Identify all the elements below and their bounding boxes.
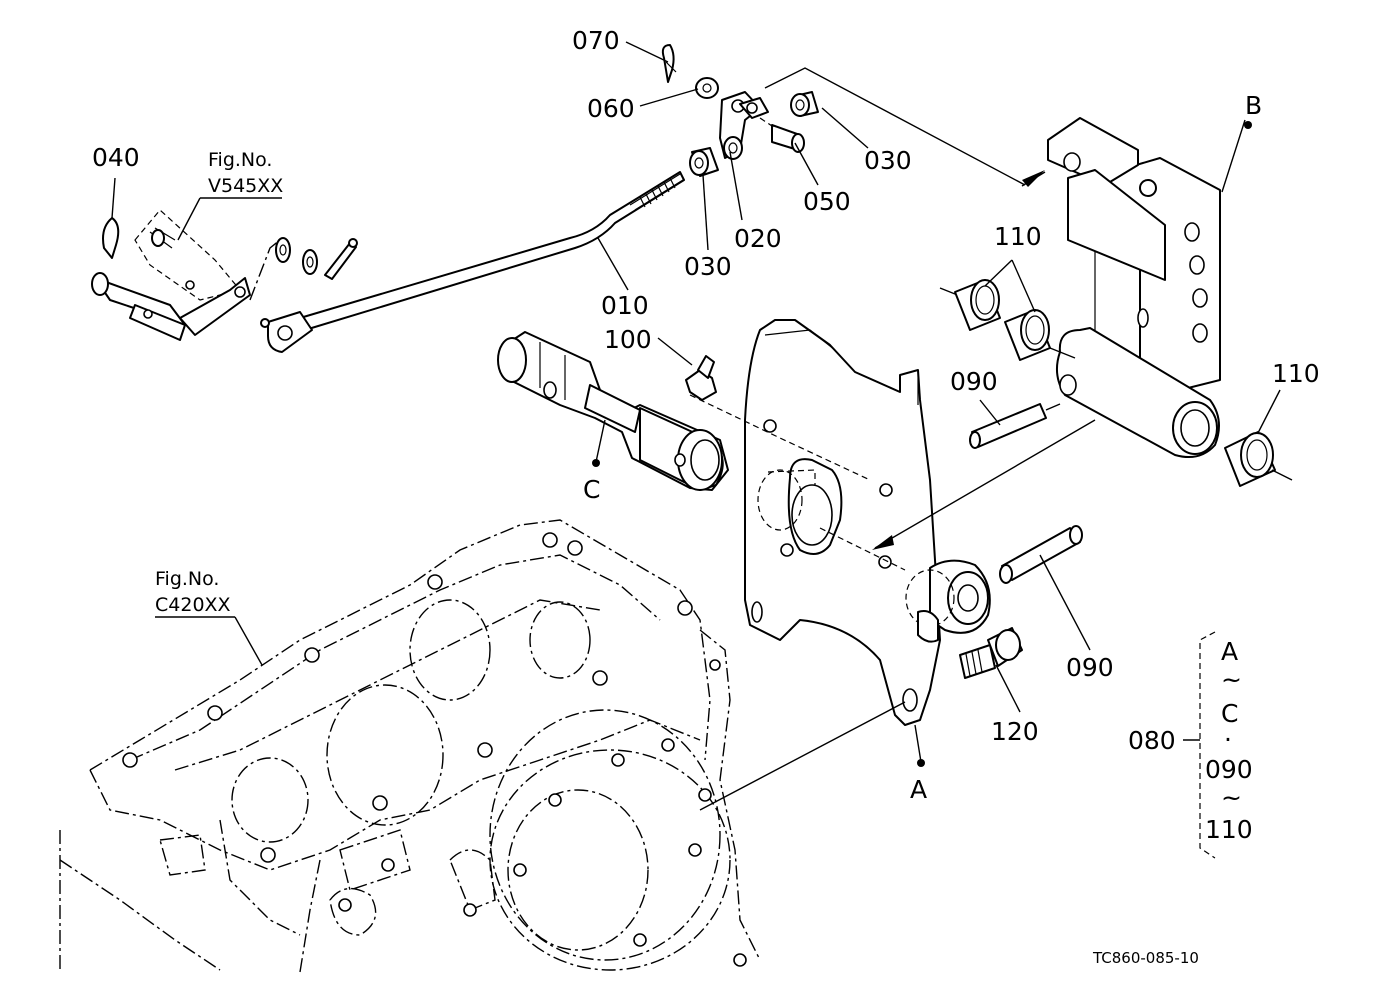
label-020: 020 [734,224,782,253]
cross-shaft-c [497,331,729,491]
fig-ref-c420-code: C420XX [155,594,231,616]
label-040: 040 [92,143,140,172]
bolt-120 [959,627,1023,679]
assembly-line-6: ~ [1221,783,1242,812]
pin-090-lower [999,525,1083,584]
pin-050 [759,117,805,153]
label-030-upper: 030 [864,146,912,175]
washer-060 [695,77,719,99]
label-030-lower: 030 [684,252,732,281]
label-050: 050 [803,187,851,216]
label-120: 120 [991,717,1039,746]
leader-lines [111,41,1281,763]
label-060: 060 [587,94,635,123]
lift-arm-b [1047,117,1221,458]
fig-ref-c420-title: Fig.No. [155,568,219,590]
label-100: 100 [604,325,652,354]
label-010: 010 [601,291,649,320]
assembly-line-5: 090 [1205,755,1253,784]
pin-090-upper [969,403,1061,449]
label-110-left: 110 [994,222,1042,251]
linkage-v545 [91,209,358,341]
assembly-line-3: C [1221,699,1238,728]
collar-030-lower [689,147,719,177]
pin-070 [661,44,677,83]
ref-a-label: A [910,775,927,804]
label-110-right: 110 [1272,359,1320,388]
ref-b-label: B [1245,91,1262,120]
assembly-line-7: 110 [1205,815,1253,844]
ref-c-label: C [583,475,600,504]
bracket-plate [744,319,991,726]
bushing-110-c [1224,431,1293,487]
assembly-note-080: 080 A ~ C · 090 ~ 110 [1128,631,1253,859]
label-090-lower: 090 [1066,653,1114,682]
assembly-line-1: A [1221,637,1238,666]
transmission-housing [59,519,761,973]
fig-ref-v545-code: V545XX [208,175,283,197]
label-070: 070 [572,26,620,55]
assembly-line-4: · [1224,725,1232,754]
bushing-110-a [939,279,1001,331]
assembly-line-2: ~ [1221,665,1242,694]
assembly-part-label: 080 [1128,726,1176,755]
fig-ref-v545-title: Fig.No. [208,149,272,171]
rod-010 [260,171,685,353]
clevis-020 [719,91,769,160]
collar-030-upper [790,91,819,117]
drawing-code: TC860-085-10 [1092,949,1199,967]
bushing-110-b [1004,309,1076,361]
label-090-upper: 090 [950,367,998,396]
grease-nipple-100 [685,355,717,401]
